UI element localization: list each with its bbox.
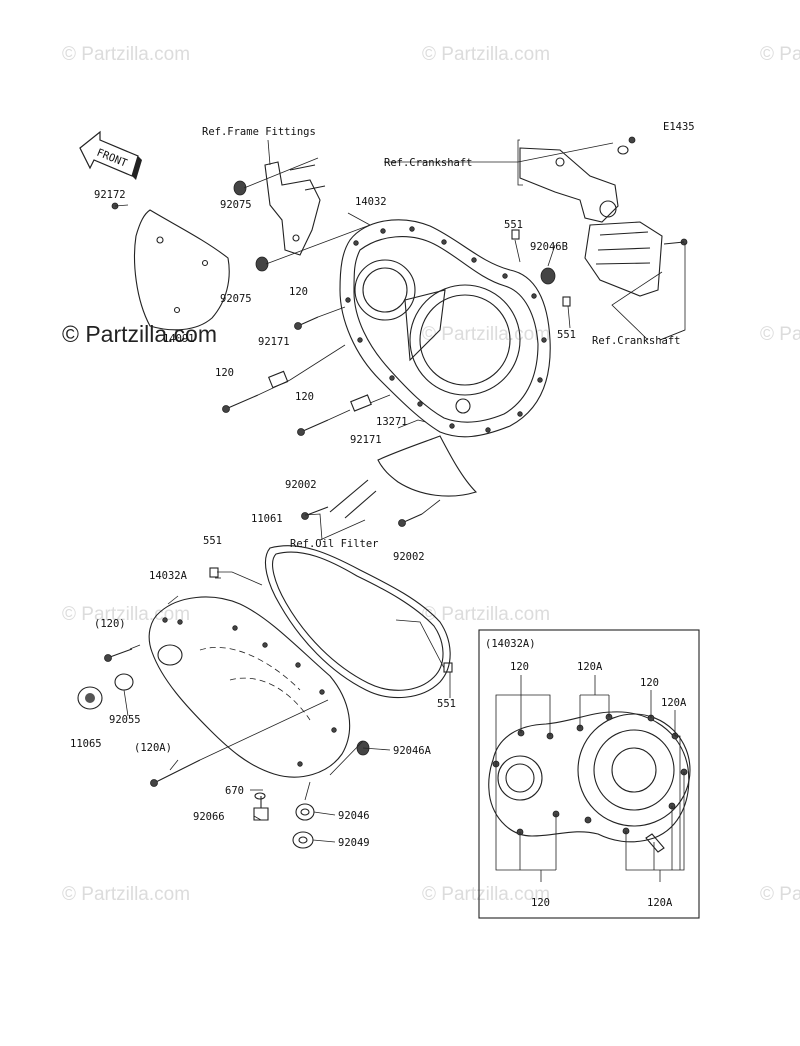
label-part-number: 14032A: [149, 570, 188, 582]
label-part-number: 120: [215, 367, 234, 379]
watermark-group: © Partzilla.com © Partzilla.com © Partzi…: [62, 44, 800, 905]
watermark: © Partzilla.com: [62, 884, 190, 905]
inset-label: 120: [531, 897, 550, 909]
watermark: © Partzilla.com: [760, 44, 800, 65]
label-part-number: 14091: [163, 333, 195, 345]
inset-leader-lines: [495, 675, 685, 882]
label-part-number: 670: [225, 785, 244, 797]
part-670-washer: [254, 792, 266, 800]
label-ref-oil-filter: Ref.Oil Filter: [290, 538, 379, 550]
label-part-number: 92066: [193, 811, 225, 823]
bolt-92002: [398, 513, 423, 527]
label-part-number: 551: [437, 698, 456, 710]
watermark: © Partzilla.com: [422, 884, 550, 905]
part-92066-drain-plug: [253, 796, 269, 821]
label-part-number: 13271: [376, 416, 408, 428]
part-14091-cover: [134, 209, 230, 331]
frame-fitting-bracket: [264, 161, 326, 256]
label-part-number: (120): [94, 618, 126, 630]
part-551-dowel: [209, 567, 219, 578]
label-part-number: 11065: [70, 738, 102, 750]
label-part-number: 92075: [220, 293, 252, 305]
washer: [617, 145, 629, 155]
watermark: © Partzilla.com: [760, 324, 800, 345]
part-92046-bearing: [295, 803, 315, 821]
inset-label: 120A: [647, 897, 673, 909]
label-part-number: 551: [203, 535, 222, 547]
label-part-number: (120A): [134, 742, 172, 754]
label-part-number: 92172: [94, 189, 126, 201]
watermark: © Partzilla.com: [62, 44, 190, 65]
label-part-number: 551: [557, 329, 576, 341]
watermark: © Partzilla.com: [62, 604, 190, 625]
watermark: © Partzilla.com: [422, 324, 550, 345]
bolt-icon: [628, 136, 636, 144]
bolt-120: [222, 394, 259, 413]
figure-id: E1435: [663, 121, 695, 133]
label-part-number: 92049: [338, 837, 370, 849]
bolt-120: [297, 419, 329, 436]
part-11065-cap: [77, 686, 103, 710]
inset-label: 120: [640, 677, 659, 689]
label-part-number: 11061: [251, 513, 283, 525]
leader-lines: [114, 139, 686, 843]
label-ref-crankshaft: Ref.Crankshaft: [384, 157, 473, 169]
watermark-main: © Partzilla.com: [62, 321, 217, 347]
bolt-120: [294, 316, 319, 330]
watermark: © Partzilla.com: [760, 884, 800, 905]
part-14032-inner-cover: [339, 219, 551, 438]
part-92171-guide: [350, 394, 372, 412]
label-part-number: 92002: [285, 479, 317, 491]
label-part-number: 92171: [350, 434, 382, 446]
label-part-number: 92171: [258, 336, 290, 348]
inset-14032a: (14032A) 120 120A 120 120A: [478, 629, 700, 919]
bolt-120a-long: [150, 759, 201, 787]
bolt-120: [104, 648, 133, 662]
crankshaft-ref-lower: [584, 221, 663, 297]
watermark: © Partzilla.com: [422, 44, 550, 65]
label-part-number: 92046A: [393, 745, 432, 757]
label-ref-frame-fittings: Ref.Frame Fittings: [202, 126, 316, 138]
inset-label: 120A: [661, 697, 687, 709]
inset-title: (14032A): [485, 638, 536, 650]
watermark: © Partzilla.com: [422, 604, 550, 625]
part-92075-spacer: [255, 256, 269, 272]
part-14032a-outer-cover: [148, 596, 351, 778]
part-92075-spacer: [233, 180, 247, 196]
label-part-number: 14032: [355, 196, 387, 208]
part-11061-gasket: [264, 545, 451, 699]
part-92055-o-ring: [114, 673, 134, 691]
oil-filter-pipe: [329, 479, 377, 519]
label-part-number: 120: [295, 391, 314, 403]
label-part-number: 551: [504, 219, 523, 231]
part-92046b-bearing: [540, 267, 556, 285]
part-13271-plate: [377, 435, 478, 497]
part-551-dowel: [562, 296, 571, 307]
part-551-dowel: [511, 229, 520, 240]
inset-label: 120: [510, 661, 529, 673]
front-arrow-icon: FRONT: [79, 130, 142, 180]
bolt-92002: [301, 506, 329, 520]
label-part-number: 120: [289, 286, 308, 298]
crankshaft-ref-upper: [519, 147, 619, 223]
label-part-number: 92075: [220, 199, 252, 211]
label-part-number: 92002: [393, 551, 425, 563]
part-92049-oil-seal: [292, 831, 314, 849]
inset-label: 120A: [577, 661, 603, 673]
label-ref-crankshaft: Ref.Crankshaft: [592, 335, 681, 347]
label-part-number: 92046B: [530, 241, 568, 253]
label-part-number: 92046: [338, 810, 370, 822]
label-part-number: 92055: [109, 714, 141, 726]
inset-frame: [478, 629, 700, 919]
